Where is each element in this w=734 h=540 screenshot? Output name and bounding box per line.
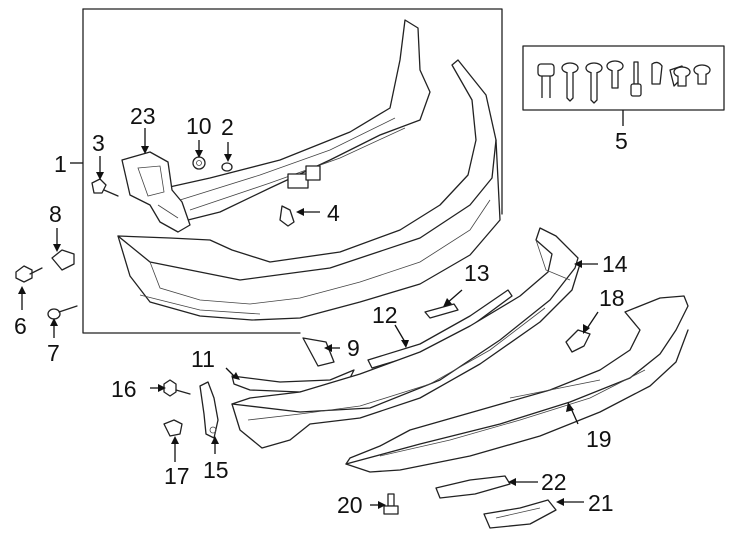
clip-4 [279,205,295,227]
diffuser-19 [345,295,689,473]
callout-9: 9 [347,335,360,361]
push-pin-8 [51,249,75,271]
callout-15: 15 [203,457,229,483]
callout-8: 8 [49,201,62,227]
leader-lines [18,128,599,509]
hardware-kit-fasteners [537,60,711,104]
callout-16: 16 [111,376,137,402]
screw-7 [47,305,78,320]
hardware-kit-box [522,45,725,111]
callout-6: 6 [14,313,27,339]
bolt-20 [383,493,399,515]
callout-23: 23 [130,103,156,129]
callout-18: 18 [599,285,625,311]
callout-22: 22 [541,469,567,495]
reflector-9 [302,337,335,367]
nut-10 [192,156,206,170]
callout-3: 3 [92,130,105,156]
callout-4: 4 [327,200,340,226]
assembly-1-frame-lower [82,8,301,334]
callout-7: 7 [47,340,60,366]
side-bracket-23 [121,151,191,233]
bumper-cover [117,59,501,321]
callout-21: 21 [588,490,614,516]
bracket-15 [199,381,219,439]
callout-20: 20 [337,492,363,518]
callout-12: 12 [372,302,398,328]
callout-10: 10 [186,113,212,139]
bolt-6 [15,265,43,283]
callout-labels: 1 2 3 4 5 6 7 8 9 10 11 12 13 14 15 16 1… [14,103,628,518]
trim-22 [435,475,511,499]
callout-14: 14 [602,251,628,277]
callout-19: 19 [586,426,612,452]
callout-2: 2 [221,114,234,140]
trim-piece-13 [424,303,459,319]
energy-absorber-bar [164,19,431,223]
callout-13: 13 [464,260,490,286]
clip-2 [221,162,233,172]
trim-21 [483,499,557,529]
bolt-3 [91,178,119,197]
sensor-bracket-18 [565,329,591,353]
callout-5: 5 [615,128,628,154]
assembly-1-frame [82,8,503,215]
callout-11: 11 [191,346,215,372]
callout-17: 17 [164,463,190,489]
callout-1: 1 [54,151,67,177]
clip-17 [163,419,183,437]
lower-valance-14 [231,227,581,449]
bolt-16 [163,379,191,397]
